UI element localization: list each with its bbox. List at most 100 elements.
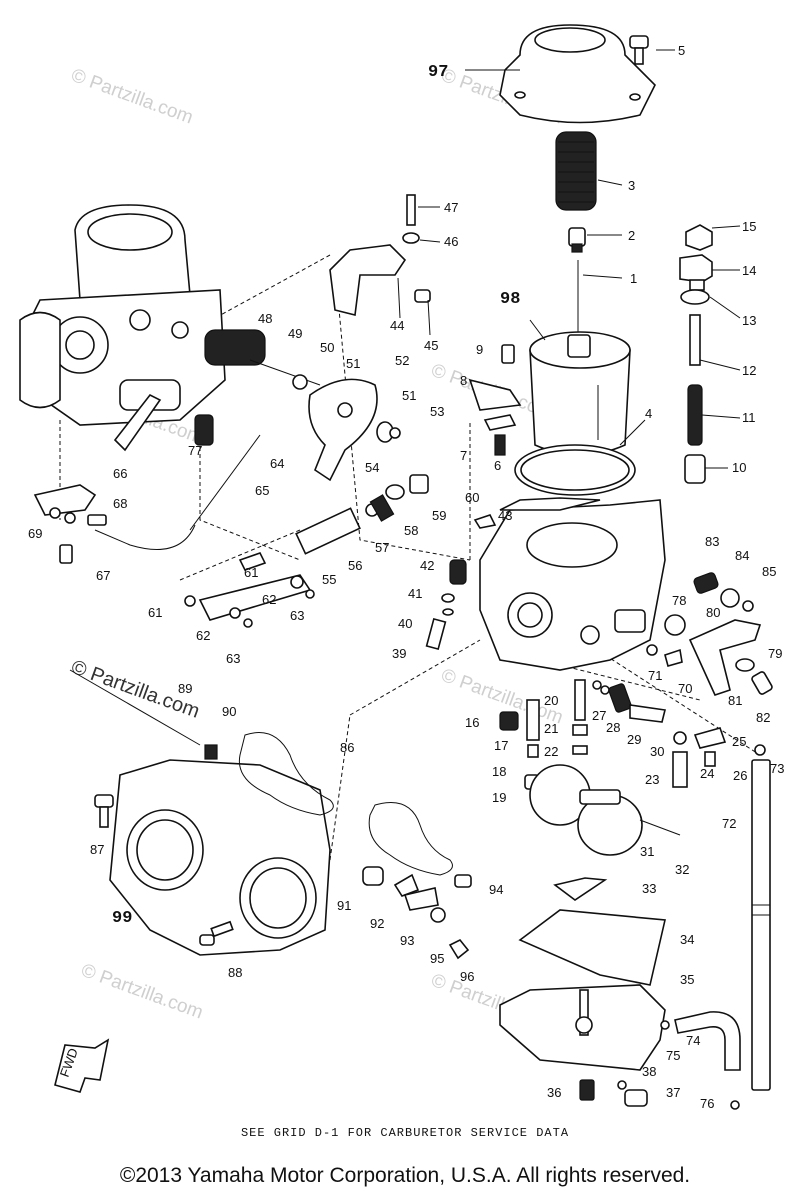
choke-cable xyxy=(33,414,261,564)
callout-33: 33 xyxy=(642,881,656,896)
callout-87: 87 xyxy=(90,842,104,857)
callout-17: 17 xyxy=(494,738,508,753)
callout-24: 24 xyxy=(700,766,714,781)
callout-72: 72 xyxy=(722,816,736,831)
link-parts xyxy=(184,474,429,628)
callout-81: 81 xyxy=(728,693,742,708)
callout-23: 23 xyxy=(645,772,659,787)
callout-19: 19 xyxy=(492,790,506,805)
callout-61b: 61 xyxy=(148,605,162,620)
callout-7: 7 xyxy=(460,448,467,463)
callout-88: 88 xyxy=(228,965,242,980)
callout-51a: 51 xyxy=(346,356,360,371)
copyright-notice: ©2013 Yamaha Motor Corporation, U.S.A. A… xyxy=(119,1164,691,1187)
callout-35: 35 xyxy=(680,972,694,987)
callout-51b: 51 xyxy=(402,388,416,403)
callout-99: 99 xyxy=(112,909,132,928)
callout-45: 45 xyxy=(424,338,438,353)
callout-74: 74 xyxy=(686,1033,700,1048)
watermark-text: © Partzilla.com xyxy=(68,65,195,129)
callout-69: 69 xyxy=(28,526,42,541)
callout-29: 29 xyxy=(627,732,641,747)
callout-22: 22 xyxy=(544,744,558,759)
callout-42: 42 xyxy=(420,558,434,573)
callout-98: 98 xyxy=(500,290,520,309)
callout-41: 41 xyxy=(408,586,422,601)
callout-97: 97 xyxy=(428,63,448,82)
callout-92: 92 xyxy=(370,916,384,931)
callout-5: 5 xyxy=(678,43,685,58)
callout-63b: 63 xyxy=(226,651,240,666)
callout-30: 30 xyxy=(650,744,664,759)
callout-93: 93 xyxy=(400,933,414,948)
callout-53: 53 xyxy=(430,404,444,419)
callout-61a: 61 xyxy=(244,565,258,580)
callout-46: 46 xyxy=(444,234,458,249)
cap-screw-5 xyxy=(629,35,649,65)
callout-67: 67 xyxy=(96,568,110,583)
callout-43: 43 xyxy=(498,508,512,523)
callout-62a: 62 xyxy=(262,592,276,607)
throttle-linkage xyxy=(204,329,401,482)
callout-21: 21 xyxy=(544,721,558,736)
callout-57: 57 xyxy=(375,540,389,555)
callout-84: 84 xyxy=(735,548,749,563)
callout-83: 83 xyxy=(705,534,719,549)
callout-56: 56 xyxy=(348,558,362,573)
callout-59: 59 xyxy=(432,508,446,523)
callout-95: 95 xyxy=(430,951,444,966)
forward-arrow: FWD xyxy=(54,1038,110,1093)
callout-62b: 62 xyxy=(196,628,210,643)
callout-63a: 63 xyxy=(290,608,304,623)
callout-1: 1 xyxy=(630,271,637,286)
callout-28: 28 xyxy=(606,720,620,735)
callout-40: 40 xyxy=(398,616,412,631)
callout-47: 47 xyxy=(444,200,458,215)
callout-48: 48 xyxy=(258,311,272,326)
callout-44: 44 xyxy=(390,318,404,333)
callout-64: 64 xyxy=(270,456,284,471)
callout-4: 4 xyxy=(645,406,652,421)
carburetor-cap-97 xyxy=(499,24,656,124)
callout-16: 16 xyxy=(465,715,479,730)
needle-retainer-2 xyxy=(568,227,586,253)
callout-25: 25 xyxy=(732,734,746,749)
bracket-44 xyxy=(329,194,431,316)
callout-86: 86 xyxy=(340,740,354,755)
callout-labels: 97 5 3 2 1 98 15 14 13 12 11 10 4 9 8 7 … xyxy=(28,43,784,1111)
right-stack xyxy=(679,224,713,484)
callout-10: 10 xyxy=(732,460,746,475)
callout-36: 36 xyxy=(547,1085,561,1100)
callout-60: 60 xyxy=(465,490,479,505)
callout-13: 13 xyxy=(742,313,756,328)
drain-parts xyxy=(579,1079,648,1107)
callout-73: 73 xyxy=(770,761,784,776)
left-carburetor-assembly xyxy=(19,204,226,452)
callout-58: 58 xyxy=(404,523,418,538)
callout-27: 27 xyxy=(592,708,606,723)
callout-77: 77 xyxy=(188,443,202,458)
callout-89: 89 xyxy=(178,681,192,696)
callout-82: 82 xyxy=(756,710,770,725)
intake-manifold-99 xyxy=(109,759,331,956)
callout-70: 70 xyxy=(678,681,692,696)
service-note: SEE GRID D-1 FOR CARBURETOR SERVICE DATA xyxy=(240,1126,570,1140)
callout-96: 96 xyxy=(460,969,474,984)
callout-49: 49 xyxy=(288,326,302,341)
callout-38: 38 xyxy=(642,1064,656,1079)
callout-31: 31 xyxy=(640,844,654,859)
callout-34: 34 xyxy=(680,932,694,947)
float-assembly xyxy=(529,764,681,856)
callout-80: 80 xyxy=(706,605,720,620)
callout-11: 11 xyxy=(742,410,756,425)
callout-94: 94 xyxy=(489,882,503,897)
callout-54: 54 xyxy=(365,460,379,475)
watermark-text: © Partzilla.com xyxy=(78,960,205,1024)
callout-68: 68 xyxy=(113,496,127,511)
carburetor-body xyxy=(479,497,666,671)
callout-71: 71 xyxy=(648,668,662,683)
callout-91: 91 xyxy=(337,898,351,913)
diaphragm-ring-4 xyxy=(514,444,636,496)
callout-20: 20 xyxy=(544,693,558,708)
